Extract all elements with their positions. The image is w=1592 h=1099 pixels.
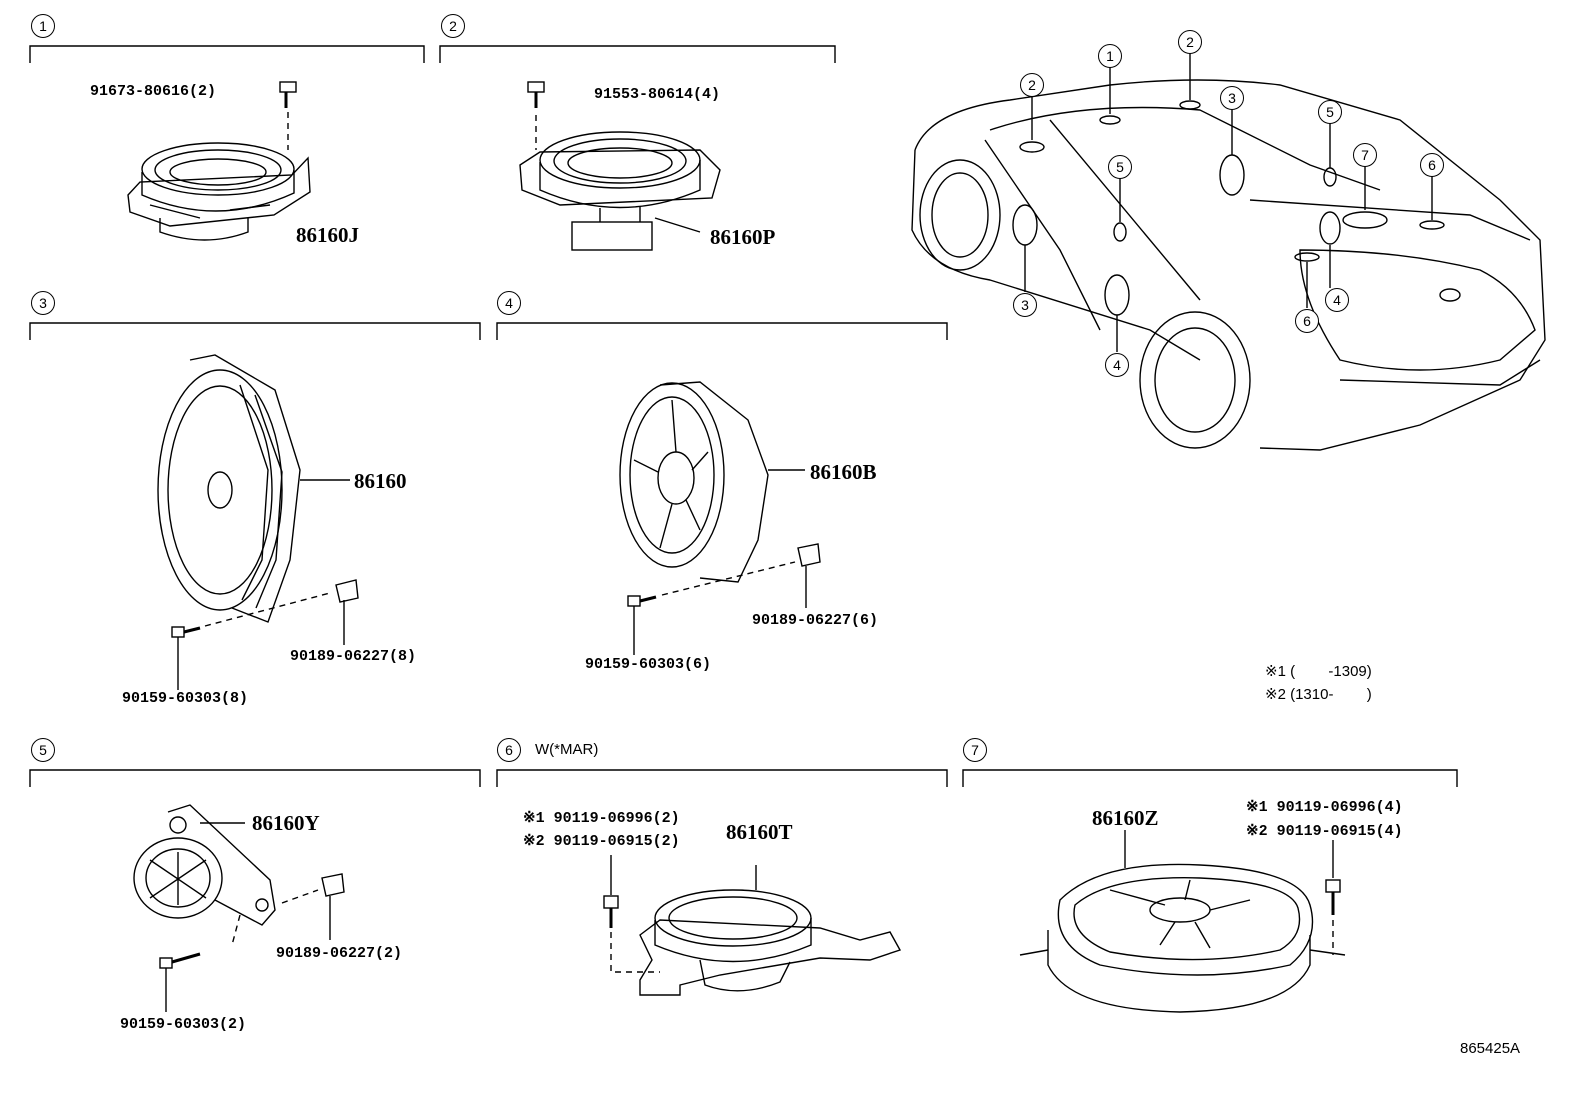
part-number-90119-06915-2: ※2 90119-06915(2): [523, 833, 680, 850]
part-number-90119-06915-4: ※2 90119-06915(4): [1246, 823, 1403, 840]
speaker-86160y-illustration: [133, 804, 345, 1012]
part-number-90159-60303-6: 90159-60303(6): [585, 656, 712, 673]
part-number-86160t: 86160T: [726, 820, 793, 844]
car-callout: 1: [1098, 44, 1122, 68]
section-5-index: 5: [31, 738, 55, 762]
part-number-90119-06996-4: ※1 90119-06996(4): [1246, 799, 1403, 816]
part-number-90119-06996-2: ※1 90119-06996(2): [523, 810, 680, 827]
car-callout: 2: [1178, 30, 1202, 54]
part-number-86160j: 86160J: [296, 223, 359, 247]
section-5-bracket: [29, 769, 481, 787]
speaker-86160j-illustration: [127, 81, 311, 241]
section-6-bracket: [496, 769, 948, 787]
part-number-90159-60303-8: 90159-60303(8): [122, 690, 249, 707]
speaker-86160t-illustration: [603, 855, 902, 996]
section-4-index: 4: [497, 291, 521, 315]
part-number-90159-60303-2: 90159-60303(2): [120, 1016, 247, 1033]
car-callout: 5: [1318, 100, 1342, 124]
section-1-index: 1: [31, 14, 55, 38]
section-7-bracket: [962, 769, 1458, 787]
part-number-90189-06227-6: 90189-06227(6): [752, 612, 879, 629]
section-4-bracket: [496, 322, 948, 340]
car-callout: 3: [1013, 293, 1037, 317]
note-1: ※1 ( -1309): [1265, 663, 1372, 680]
car-callout: 4: [1325, 288, 1349, 312]
car-callout: 3: [1220, 86, 1244, 110]
section-2-bracket: [439, 45, 836, 63]
section-7-index: 7: [963, 738, 987, 762]
part-number-86160p: 86160P: [710, 225, 776, 249]
car-illustration: [911, 53, 1546, 451]
car-callout: 7: [1353, 143, 1377, 167]
car-callout: 2: [1020, 73, 1044, 97]
note-2: ※2 (1310- ): [1265, 686, 1372, 703]
car-callout: 4: [1105, 353, 1129, 377]
car-callout: 6: [1420, 153, 1444, 177]
section-2-index: 2: [441, 14, 465, 38]
part-number-91673-80616: 91673-80616(2): [90, 83, 217, 100]
section-3-bracket: [29, 322, 481, 340]
part-number-90189-06227-2: 90189-06227(2): [276, 945, 403, 962]
speaker-86160z-illustration: [1019, 830, 1346, 1013]
section-6-index: 6: [497, 738, 521, 762]
section-6-condition: W(*MAR): [535, 741, 599, 758]
speaker-86160-illustration: [157, 354, 359, 690]
part-number-91553-80614: 91553-80614(4): [594, 86, 721, 103]
part-number-90189-06227-8: 90189-06227(8): [290, 648, 417, 665]
part-number-86160y: 86160Y: [252, 811, 320, 835]
car-callout: 5: [1108, 155, 1132, 179]
part-number-86160z: 86160Z: [1092, 806, 1159, 830]
speaker-86160b-illustration: [619, 381, 821, 655]
section-1-bracket: [29, 45, 425, 63]
speaker-86160p-illustration: [519, 81, 721, 251]
figure-id: 865425A: [1460, 1040, 1521, 1057]
car-callout: 6: [1295, 309, 1319, 333]
section-3-index: 3: [31, 291, 55, 315]
part-number-86160: 86160: [354, 469, 407, 493]
part-number-86160b: 86160B: [810, 460, 877, 484]
